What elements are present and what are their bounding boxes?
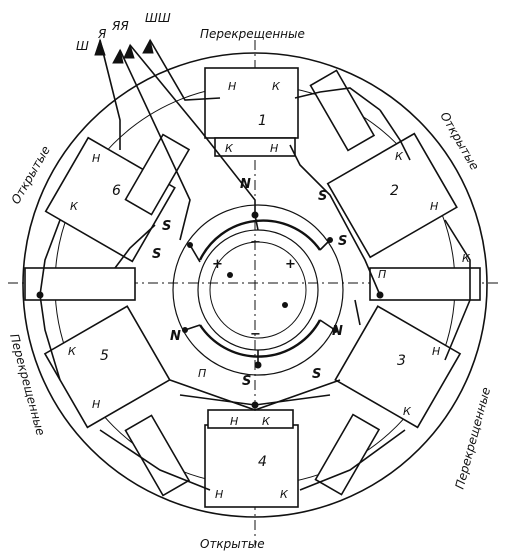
- pole-6: [44, 136, 176, 263]
- interpole-right: [369, 267, 481, 301]
- group-label-bottom: Открытые: [200, 537, 265, 551]
- terminal-sh: Ш: [76, 39, 89, 53]
- pole-3-number: 3: [397, 353, 406, 369]
- pole-4-start: Н: [215, 488, 223, 501]
- pole-3-body: [334, 305, 462, 429]
- pole-5-end: К: [68, 345, 77, 358]
- pole-4-body: [204, 424, 299, 508]
- pole-3-start: Н: [432, 345, 440, 358]
- terminal-yaya: ЯЯ: [111, 19, 129, 33]
- pole-3-end: К: [403, 405, 412, 418]
- pole-polarity-left-top: S: [152, 247, 161, 262]
- pole-2-start: Н: [430, 200, 438, 213]
- interpole-bottom-commutating: П: [198, 367, 206, 380]
- pole-5: [43, 305, 171, 429]
- pole-1: [204, 67, 299, 157]
- group-label-right: Перекрещенные: [453, 386, 494, 491]
- pole-1-body: [204, 67, 299, 139]
- brush-sign-bottom: −: [250, 327, 261, 342]
- armature-outer-circle: [172, 204, 344, 376]
- yoke-outer-circle: [22, 52, 488, 518]
- pole-2-end: К: [395, 150, 404, 163]
- pole-2-number: 2: [390, 183, 399, 199]
- interpole-right-commutating: П: [378, 268, 386, 281]
- pole-2: [326, 132, 458, 259]
- pole-polarity-s-right: S: [338, 234, 347, 249]
- pole-6-body: [44, 136, 176, 263]
- pole-6-number: 6: [112, 183, 121, 199]
- group-label-left-top: Открытые: [8, 144, 52, 207]
- brush-sign-left: +: [212, 257, 223, 272]
- group-label-top-right: Открытые: [437, 110, 481, 173]
- group-label-top: Перекрещенные: [200, 27, 305, 41]
- pole-polarity-right-bottom: N: [332, 324, 343, 339]
- interpole-right-label: К: [462, 252, 471, 265]
- pole-5-body: [43, 305, 171, 429]
- brush-connection-ring: [198, 219, 322, 358]
- pole-1-number: 1: [258, 113, 267, 129]
- pole-6-start: Н: [92, 152, 100, 165]
- brush-sign-top: −: [250, 235, 261, 250]
- pole-polarity-s-bottom: S: [242, 374, 251, 389]
- pole-1-shoe-left: К: [225, 142, 234, 155]
- terminal-arrows: [94, 38, 154, 64]
- junction-dots: [36, 211, 384, 409]
- brush-sign-right: +: [285, 257, 296, 272]
- interpole-top-left: [124, 133, 191, 216]
- pole-5-start: Н: [92, 398, 100, 411]
- pole-polarity-right-top: S: [318, 189, 327, 204]
- pole-4-shoe: [207, 409, 294, 429]
- pole-polarity-left-s: S: [162, 219, 171, 234]
- terminal-shsh: ШШ: [145, 11, 171, 25]
- pole-3: [334, 305, 462, 429]
- pole-polarity-left-bottom: N: [170, 329, 181, 344]
- group-label-left-bottom: Перекрещенные: [7, 332, 48, 437]
- pole-1-shoe-right: Н: [270, 142, 278, 155]
- interpole-top-right: [309, 69, 376, 152]
- pole-6-end: К: [70, 200, 79, 213]
- pole-polarity-top: N: [240, 177, 251, 192]
- pole-polarity-s-bottom-right: S: [312, 367, 321, 382]
- pole-1-end: К: [272, 80, 281, 93]
- pole-4-shoe-left: Н: [230, 415, 238, 428]
- winding-wires: [39, 39, 471, 491]
- shaft-circle: [209, 241, 307, 339]
- pole-4: [204, 409, 299, 508]
- pole-5-number: 5: [100, 348, 109, 364]
- pole-4-end: К: [280, 488, 289, 501]
- pole-2-body: [326, 132, 458, 259]
- interpole-bottom-right: [314, 413, 381, 496]
- pole-4-shoe-right: К: [262, 415, 271, 428]
- pole-1-start: Н: [228, 80, 236, 93]
- pole-1-shoe: [214, 137, 296, 157]
- terminal-ya: Я: [97, 27, 107, 41]
- pole-4-number: 4: [258, 454, 267, 470]
